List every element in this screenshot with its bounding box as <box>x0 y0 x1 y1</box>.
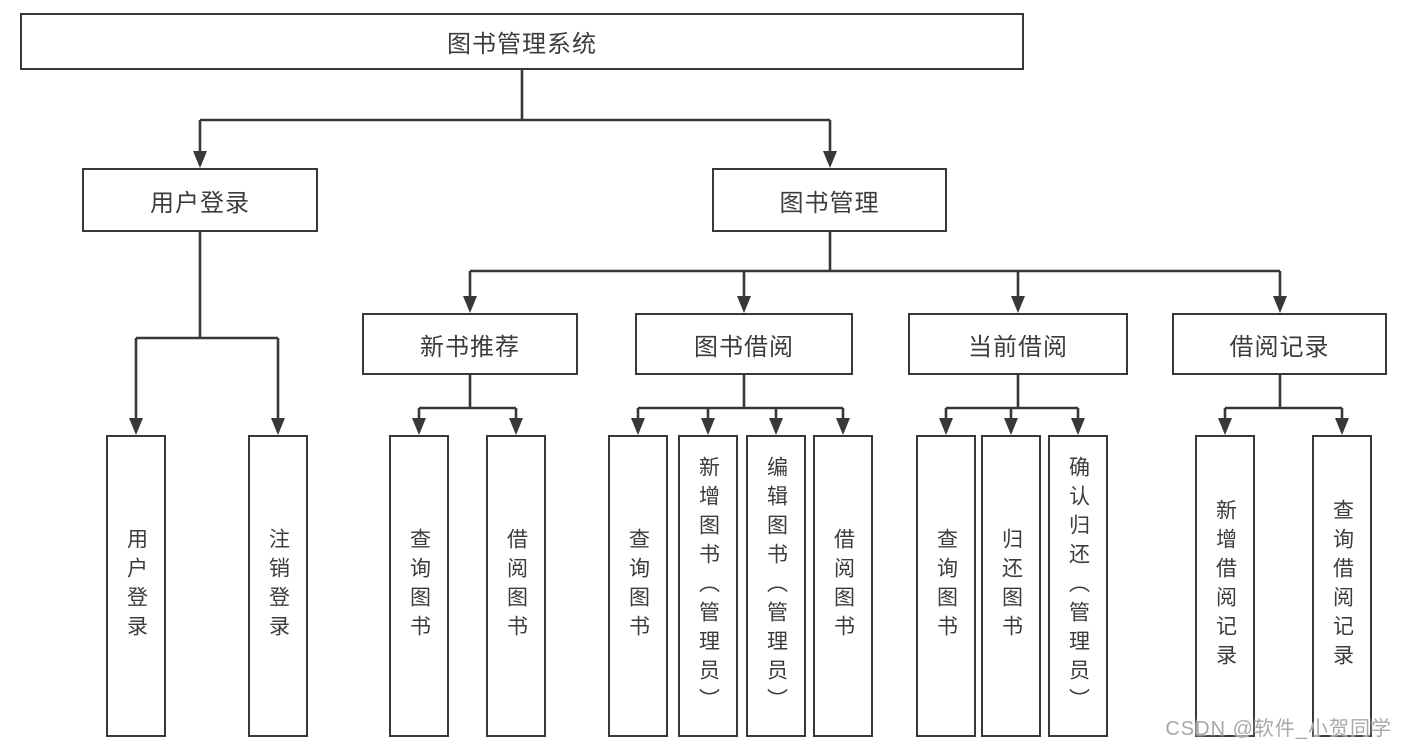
node-book-management: 图书管理 <box>712 168 947 232</box>
leaf-user-login: 用户登录 <box>106 435 166 737</box>
node-label: 用户登录 <box>150 189 250 217</box>
arrow-down-icon <box>1071 418 1085 435</box>
watermark: CSDN @软件_小贺同学 <box>1165 718 1392 740</box>
arrow-down-icon <box>836 418 850 435</box>
arrow-down-icon <box>193 151 207 168</box>
leaf-label: 编辑图书（管理员） <box>764 455 788 717</box>
leaf-query-books-borrowing: 查询图书 <box>608 435 668 737</box>
leaf-label: 归还图书 <box>999 528 1023 644</box>
arrow-down-icon <box>412 418 426 435</box>
arrow-down-icon <box>769 418 783 435</box>
arrow-down-icon <box>823 151 837 168</box>
leaf-query-books-recommend: 查询图书 <box>389 435 449 737</box>
leaf-add-borrow-record: 新增借阅记录 <box>1195 435 1255 737</box>
arrow-down-icon <box>1011 296 1025 313</box>
leaf-label: 新增借阅记录 <box>1213 499 1237 673</box>
arrow-down-icon <box>1218 418 1232 435</box>
leaf-label: 查询图书 <box>626 528 650 644</box>
leaf-borrow-books-recommend: 借阅图书 <box>486 435 546 737</box>
arrow-down-icon <box>129 418 143 435</box>
node-label: 借阅记录 <box>1229 333 1330 361</box>
leaf-label: 查询图书 <box>407 528 431 644</box>
leaf-label: 新增图书（管理员） <box>696 455 720 717</box>
leaf-label: 确认归还（管理员） <box>1066 455 1090 717</box>
node-label: 新书推荐 <box>420 333 520 361</box>
arrow-down-icon <box>701 418 715 435</box>
leaf-query-borrow-record: 查询借阅记录 <box>1312 435 1372 737</box>
arrow-down-icon <box>1335 418 1349 435</box>
arrow-down-icon <box>737 296 751 313</box>
leaf-label: 查询图书 <box>934 528 958 644</box>
arrow-down-icon <box>1004 418 1018 435</box>
leaf-confirm-return-admin: 确认归还（管理员） <box>1048 435 1108 737</box>
leaf-logout: 注销登录 <box>248 435 308 737</box>
leaf-edit-book-admin: 编辑图书（管理员） <box>746 435 806 737</box>
leaf-borrow-books-borrowing: 借阅图书 <box>813 435 873 737</box>
arrow-down-icon <box>463 296 477 313</box>
leaf-label: 借阅图书 <box>831 528 855 644</box>
node-label: 图书管理系统 <box>447 31 597 58</box>
node-user-login: 用户登录 <box>82 168 318 232</box>
leaf-label: 查询借阅记录 <box>1330 499 1354 673</box>
arrow-down-icon <box>939 418 953 435</box>
arrow-down-icon <box>271 418 285 435</box>
arrow-down-icon <box>1273 296 1287 313</box>
arrow-down-icon <box>631 418 645 435</box>
leaf-label: 借阅图书 <box>504 528 528 644</box>
node-borrowing-records: 借阅记录 <box>1172 313 1387 375</box>
leaf-query-books-current: 查询图书 <box>916 435 976 737</box>
node-new-book-recommend: 新书推荐 <box>362 313 578 375</box>
arrow-down-icon <box>509 418 523 435</box>
leaf-label: 用户登录 <box>124 528 148 644</box>
node-label: 图书管理 <box>779 189 880 217</box>
leaf-label: 注销登录 <box>266 528 290 644</box>
node-root-system: 图书管理系统 <box>20 13 1024 70</box>
leaf-return-book: 归还图书 <box>981 435 1041 737</box>
leaf-add-book-admin: 新增图书（管理员） <box>678 435 738 737</box>
node-label: 当前借阅 <box>968 333 1068 361</box>
node-current-borrowing: 当前借阅 <box>908 313 1128 375</box>
node-label: 图书借阅 <box>694 333 794 361</box>
node-book-borrowing: 图书借阅 <box>635 313 853 375</box>
